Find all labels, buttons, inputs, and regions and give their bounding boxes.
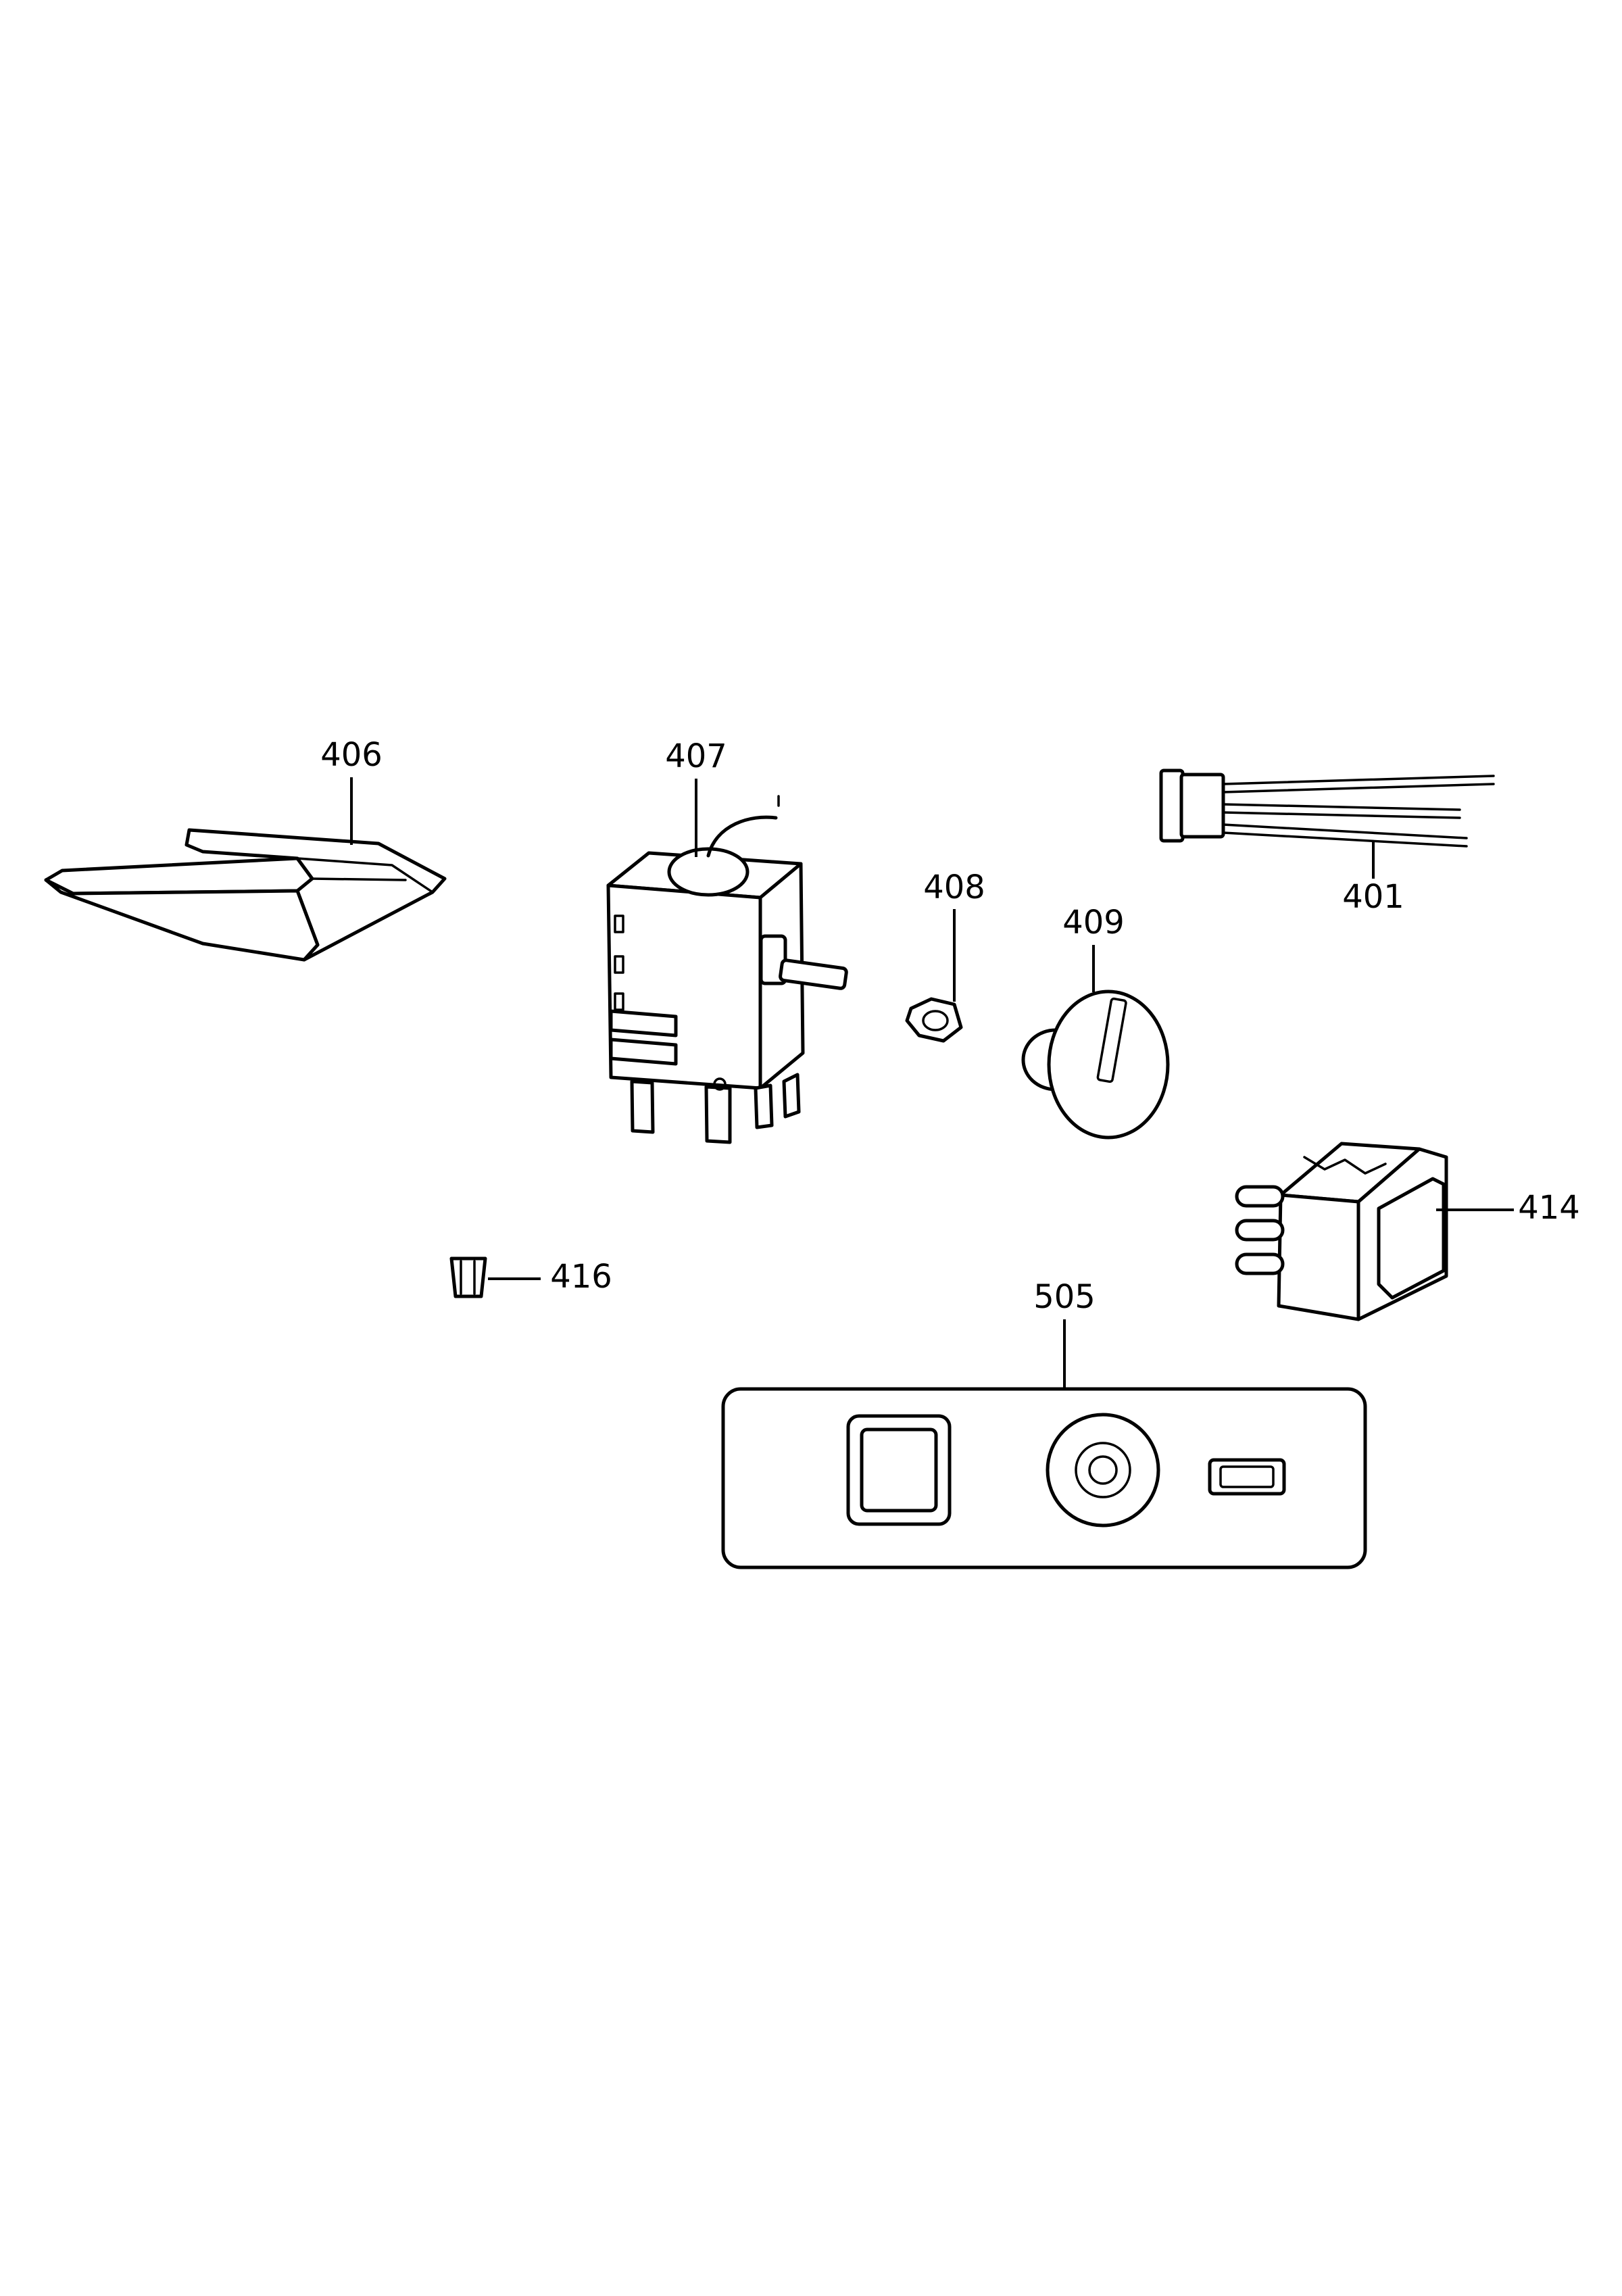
part-number-408: 408: [923, 869, 985, 906]
part-number-407: 407: [665, 737, 727, 775]
part-505: 505: [721, 1278, 1367, 1569]
part-number-505: 505: [1033, 1278, 1096, 1316]
part-401: 401: [1159, 768, 1495, 916]
wiring-harness-icon: [1159, 768, 1495, 848]
part-416: 416: [449, 1256, 612, 1298]
part-414: 414: [1235, 1142, 1580, 1321]
part-408: 408: [905, 869, 985, 1043]
thermostat-bracket-icon: [44, 828, 447, 962]
control-panel-icon: [721, 1387, 1367, 1569]
part-number-409: 409: [1062, 904, 1125, 942]
control-knob-icon: [1021, 990, 1170, 1140]
rocker-switch-icon: [1235, 1142, 1448, 1321]
part-number-401: 401: [1342, 878, 1404, 916]
part-409: 409: [1021, 904, 1170, 1140]
part-407: 407: [606, 737, 848, 1144]
hex-nut-icon: [905, 997, 963, 1043]
clip-icon: [449, 1256, 487, 1298]
part-number-414: 414: [1518, 1189, 1580, 1227]
part-number-406: 406: [320, 736, 383, 774]
part-406: 406: [44, 736, 447, 962]
part-number-416: 416: [550, 1258, 612, 1296]
thermostat-icon: [606, 795, 848, 1144]
